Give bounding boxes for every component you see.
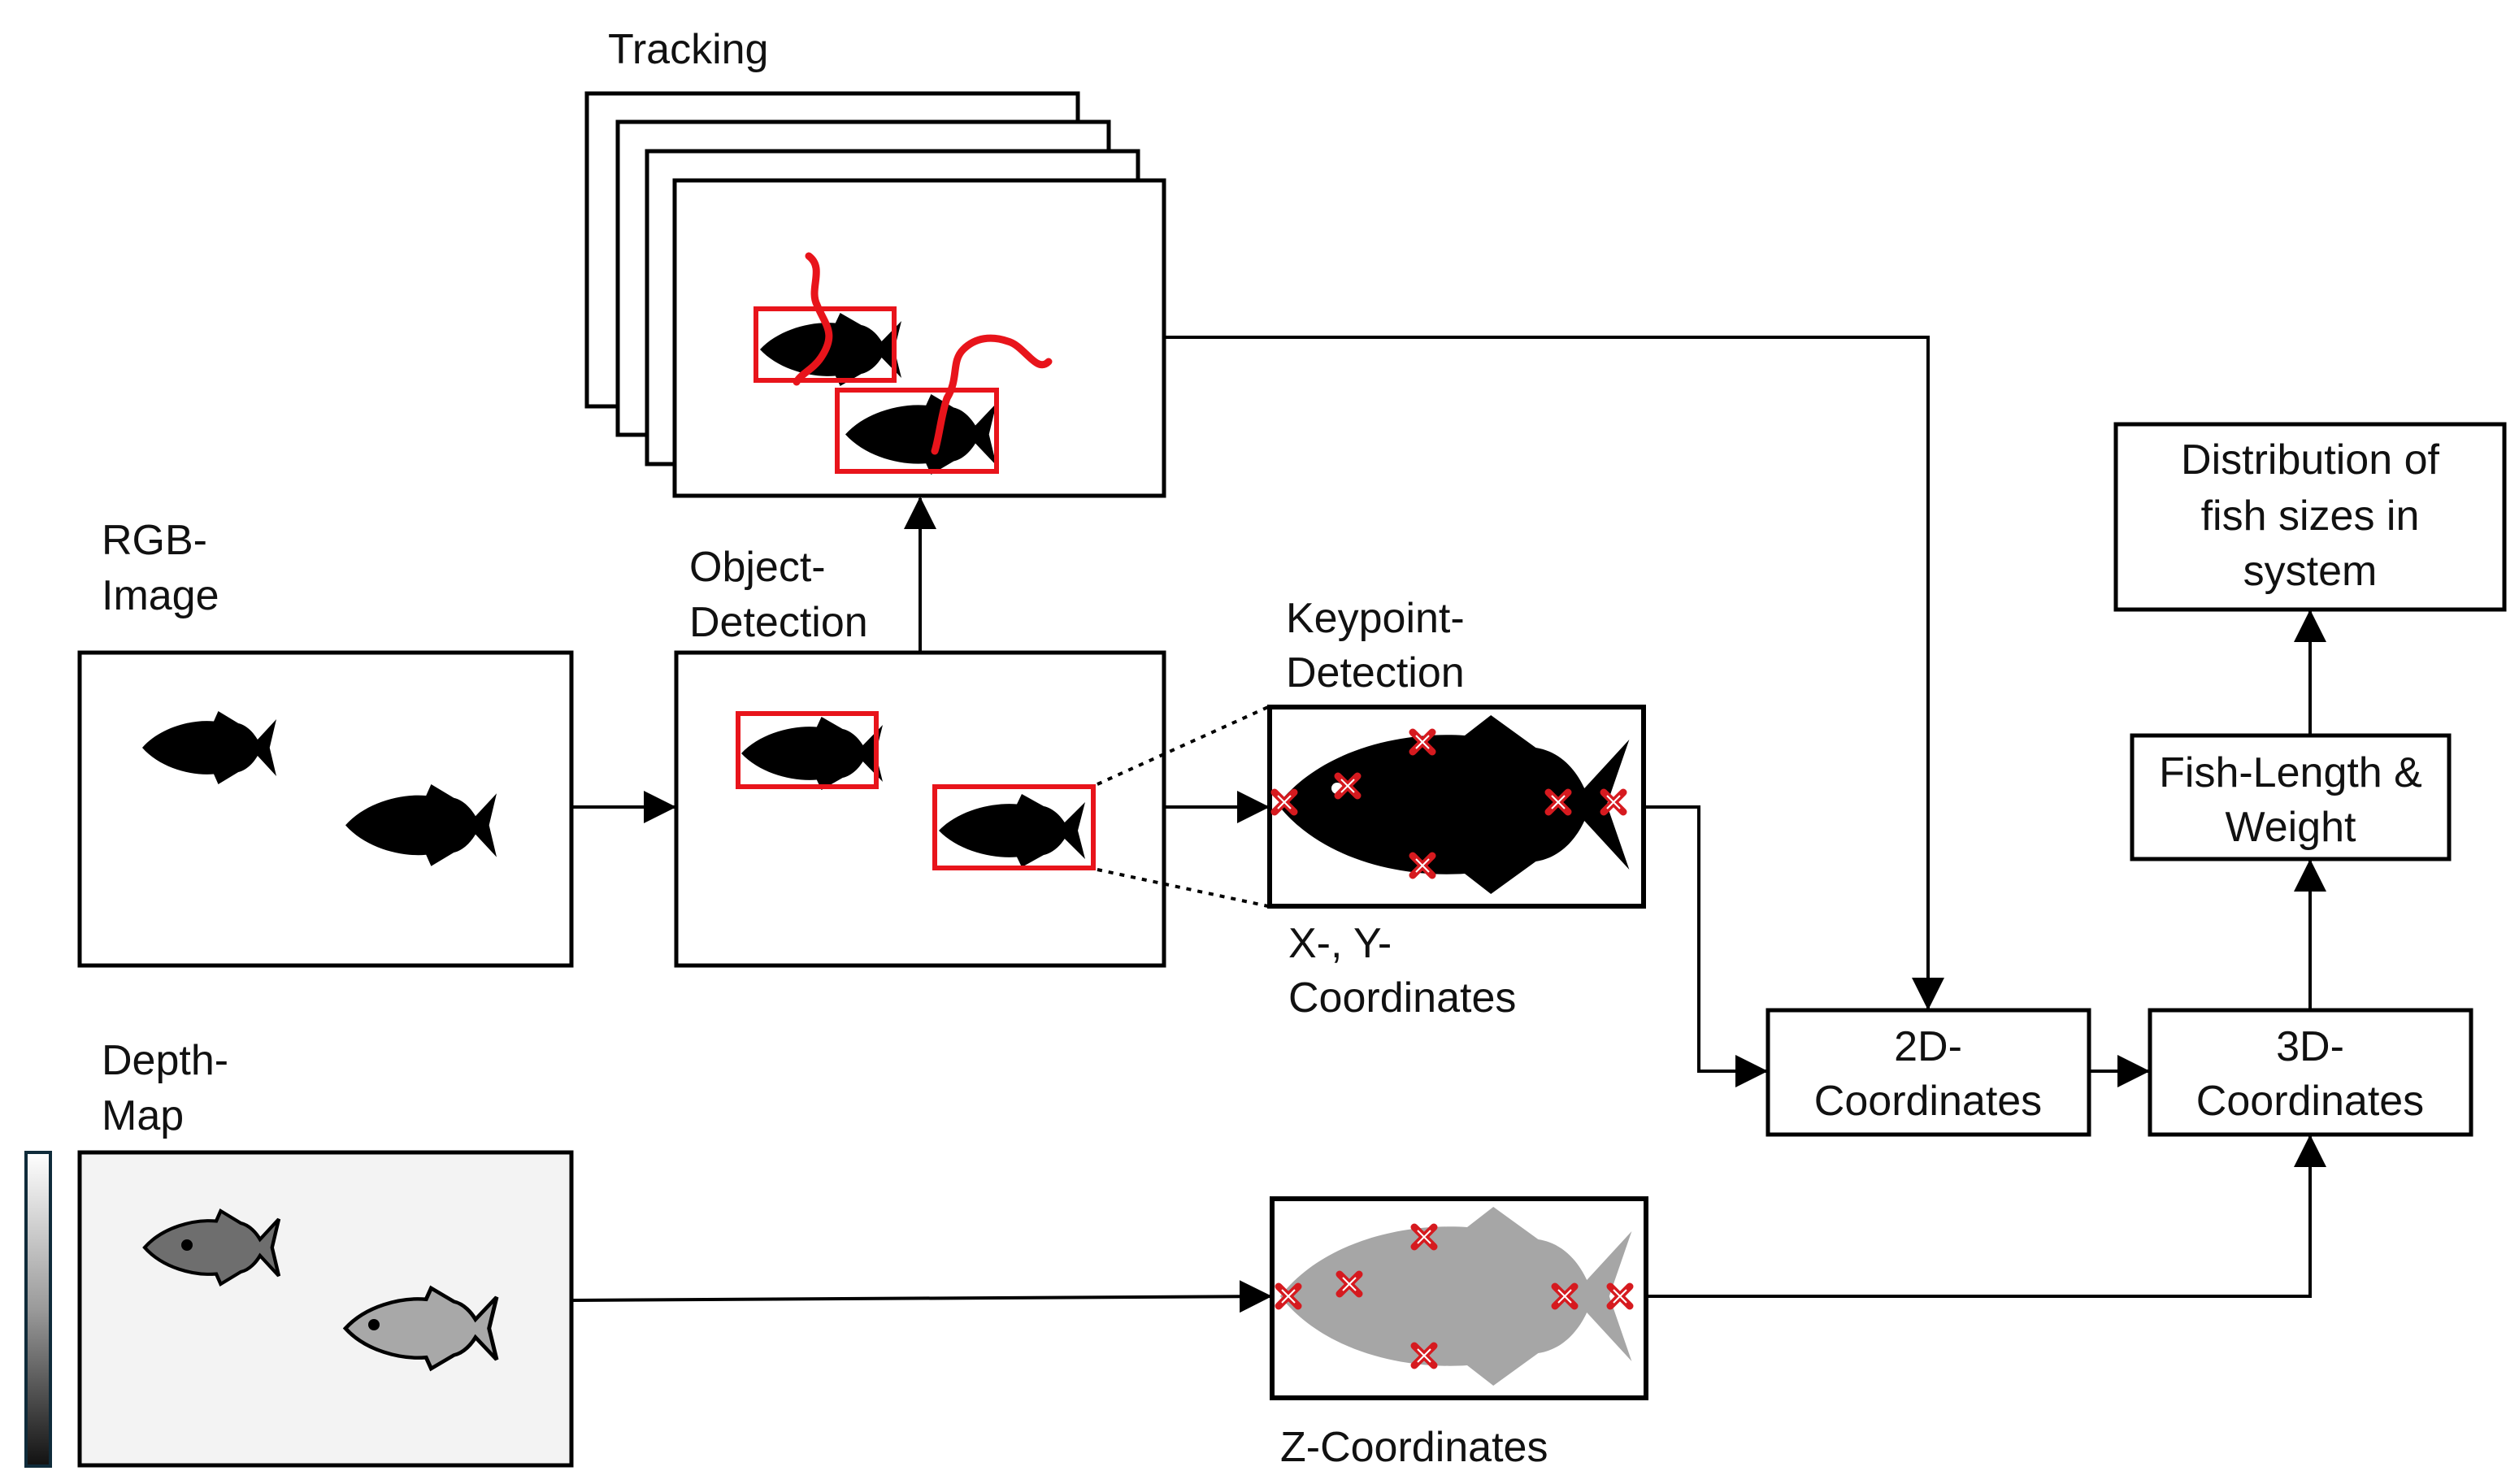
depth-scale-bar-icon	[24, 1151, 52, 1468]
label-keypoint-detection-line2: Detection	[1286, 649, 1465, 696]
coords-2d-line1: 2D-	[1894, 1023, 1962, 1070]
label-rgb-image-line2: Image	[102, 572, 219, 619]
distribution-line3: system	[2243, 548, 2378, 595]
distribution-line2: fish sizes in	[2201, 492, 2420, 540]
label-object-detection-line2: Detection	[689, 599, 868, 646]
detection-box	[932, 784, 1096, 870]
rgb-image-box	[77, 650, 574, 968]
distribution-box: Distribution of fish sizes in system	[2113, 422, 2507, 612]
coords-3d-box: 3D- Coordinates	[2148, 1008, 2473, 1137]
detection-box	[754, 306, 897, 383]
label-rgb-image-line1: RGB-	[102, 517, 207, 564]
tracking-trail-icon	[793, 252, 833, 386]
tracking-trail-icon	[931, 334, 1053, 455]
coords-2d-line2: Coordinates	[1814, 1078, 2042, 1125]
keypoint-detection-box	[1267, 705, 1646, 909]
label-object-detection-line1: Object-	[689, 544, 826, 591]
z-keypoint-box	[1270, 1196, 1648, 1400]
connector-arrows	[571, 336, 2326, 1313]
fish-length-weight-box: Fish-Length & Weight	[2130, 733, 2452, 861]
coords-3d-line2: Coordinates	[2196, 1078, 2424, 1125]
object-detection-box	[674, 650, 1166, 968]
tracking-box	[672, 178, 1166, 498]
coords-2d-box: 2D- Coordinates	[1765, 1008, 2091, 1137]
detection-box	[835, 388, 999, 474]
detection-box	[736, 711, 879, 789]
label-xy-coordinates-line1: X-, Y-	[1288, 920, 1392, 967]
fish-length-weight-line2: Weight	[2226, 804, 2356, 851]
fish-length-weight-line1: Fish-Length &	[2159, 749, 2422, 796]
label-z-coordinates: Z-Coordinates	[1280, 1424, 1548, 1471]
label-depth-map-line2: Map	[102, 1092, 184, 1139]
label-tracking: Tracking	[608, 26, 768, 73]
coords-3d-line1: 3D-	[2276, 1023, 2344, 1070]
distribution-line1: Distribution of	[2181, 436, 2439, 484]
depth-map-box	[77, 1150, 574, 1468]
label-depth-map-line1: Depth-	[102, 1037, 228, 1084]
label-xy-coordinates-line2: Coordinates	[1288, 974, 1516, 1022]
label-keypoint-detection-line1: Keypoint-	[1286, 595, 1465, 642]
